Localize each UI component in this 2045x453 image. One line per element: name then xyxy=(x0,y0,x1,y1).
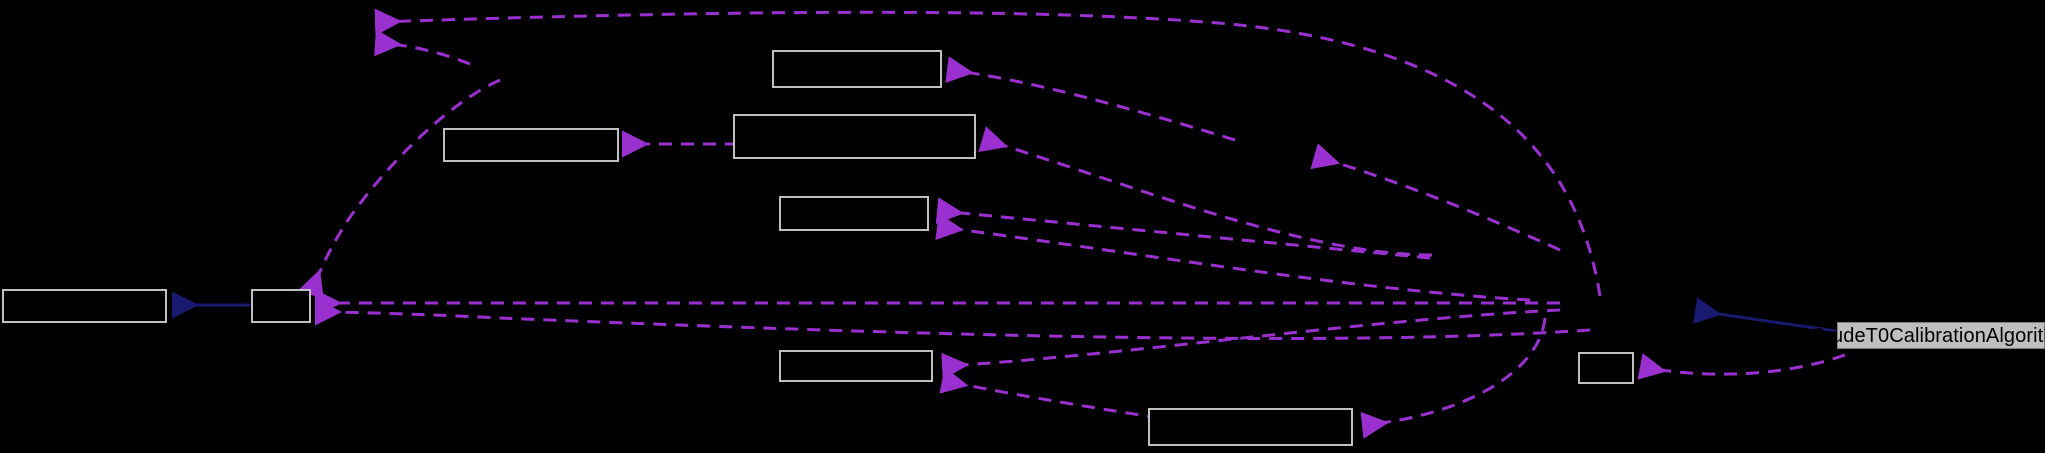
edge-hub-to-n3 xyxy=(945,56,1236,142)
graph-node-n8[interactable] xyxy=(1578,352,1634,384)
graph-node-n5[interactable] xyxy=(779,196,929,231)
graph-node-crudet0calibrationalgorithm[interactable]: CrudeT0CalibrationAlgorithm xyxy=(1811,322,2045,349)
edge-n7-to-n6 xyxy=(939,367,1161,420)
edge-n2area-to-n1 xyxy=(298,78,501,300)
edge-midright-arrow xyxy=(1310,143,1561,252)
edge-n9-to-n8 xyxy=(1637,353,1846,380)
graph-node-n2[interactable] xyxy=(443,128,619,162)
edge-hub-to-n7 xyxy=(1360,317,1547,439)
edge-lower-to-n1 xyxy=(314,298,1591,340)
edge-hub-to-n4 xyxy=(978,126,1433,257)
edge-hub-to-top-b xyxy=(374,29,471,66)
graph-node-n1[interactable] xyxy=(251,289,311,323)
graph-node-n6[interactable] xyxy=(779,350,933,382)
edge-hub-to-n6 xyxy=(941,308,1561,380)
solid-edges xyxy=(172,291,1837,333)
graph-node-n4[interactable] xyxy=(733,114,976,159)
graph-node-n7[interactable] xyxy=(1148,408,1353,446)
graph-node-n3[interactable] xyxy=(772,50,942,88)
edge-hub-to-n5b xyxy=(935,213,1531,302)
edge-hub-to-n5 xyxy=(935,197,1431,260)
graph-node-n0[interactable] xyxy=(2,289,167,323)
graph-node-label: CrudeT0CalibrationAlgorithm xyxy=(1810,324,2045,347)
